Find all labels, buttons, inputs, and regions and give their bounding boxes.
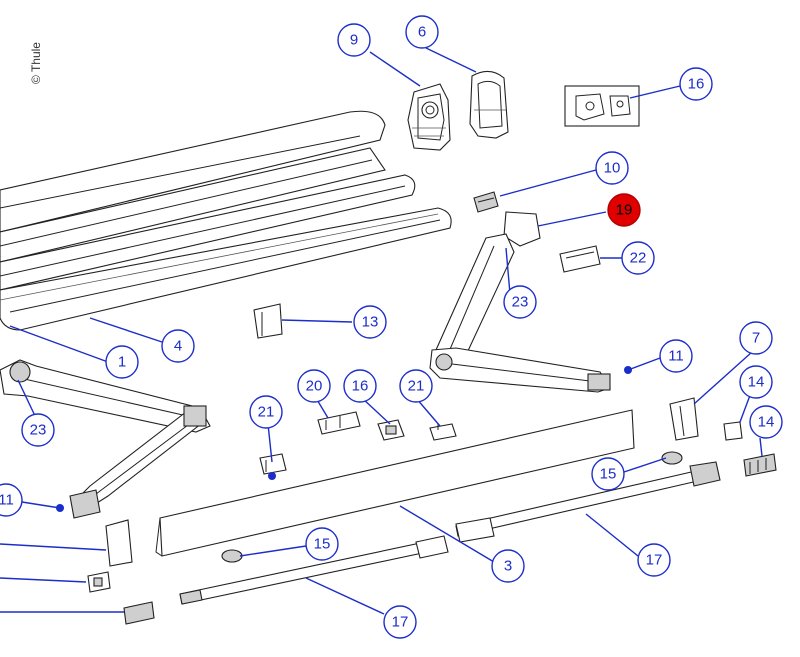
part-20-clip	[317, 411, 361, 435]
svg-text:16: 16	[352, 378, 369, 395]
part-14-connector-lower	[743, 453, 777, 477]
callouts: 9 6 16 10 19 22 23 13 4 1 11 7 14 14 23 …	[0, 15, 783, 639]
svg-text:17: 17	[392, 614, 409, 631]
svg-text:20: 20	[306, 378, 323, 395]
callout-15-left: 15	[305, 527, 339, 561]
callout-16-top: 16	[679, 67, 713, 101]
callout-13: 13	[353, 305, 387, 339]
callout-17-right: 17	[637, 543, 671, 577]
callout-16-middle: 16	[343, 369, 377, 403]
svg-text:3: 3	[504, 558, 512, 575]
awning-canopy	[0, 110, 452, 331]
part-9-housing	[407, 83, 451, 151]
part-14-connector-left-lower	[123, 601, 155, 625]
copyright-text: © Thule	[29, 42, 43, 84]
part-15-knob-right	[661, 451, 683, 465]
callout-21-left: 21	[249, 395, 283, 429]
svg-text:6: 6	[418, 24, 426, 41]
svg-text:15: 15	[600, 466, 617, 483]
part-22-cover	[559, 245, 601, 273]
callout-15-right: 15	[591, 457, 625, 491]
left-arm-assembly	[0, 359, 211, 519]
part-15-knob-left	[221, 549, 243, 563]
callout-20: 20	[297, 369, 331, 403]
leader-lines	[0, 47, 763, 615]
part-13-plate	[253, 303, 283, 339]
part-21-holder-left	[259, 453, 287, 475]
part-6-end-cap	[469, 70, 509, 139]
part-16-clamp	[377, 419, 405, 441]
part-14-connector-upper	[723, 421, 743, 441]
front-profile	[155, 409, 635, 557]
svg-text:10: 10	[604, 160, 621, 177]
svg-text:7: 7	[752, 330, 760, 347]
callout-17-left: 17	[383, 605, 417, 639]
right-arm-assembly	[429, 211, 611, 393]
rod-front	[179, 535, 449, 605]
callout-7: 7	[739, 321, 773, 355]
svg-text:23: 23	[30, 422, 47, 439]
svg-text:1: 1	[118, 354, 126, 371]
callout-19-highlighted: 19	[607, 193, 641, 227]
callout-3: 3	[491, 549, 525, 583]
svg-text:14: 14	[748, 374, 765, 391]
callout-11-right: 11	[659, 339, 693, 373]
part-16-bracket-set	[564, 85, 640, 127]
svg-text:21: 21	[408, 378, 425, 395]
svg-text:19: 19	[616, 202, 633, 219]
part-21-holder-right	[429, 423, 457, 441]
part-7-end-cap-left	[105, 519, 133, 567]
callout-23-top: 23	[503, 285, 537, 319]
callout-14-upper: 14	[739, 365, 773, 399]
svg-text:17: 17	[646, 552, 663, 569]
svg-text:9: 9	[350, 32, 358, 49]
callout-11-left: 11	[0, 483, 23, 517]
callout-23-bottom: 23	[21, 413, 55, 447]
svg-text:11: 11	[0, 492, 14, 509]
part-7-end-cap	[669, 397, 699, 441]
part-14-connector-left-upper	[87, 571, 111, 593]
callout-4: 4	[161, 329, 195, 363]
part-10-connector	[473, 191, 499, 213]
svg-text:23: 23	[512, 294, 529, 311]
callout-22: 22	[621, 241, 655, 275]
svg-text:21: 21	[258, 404, 275, 421]
svg-text:22: 22	[630, 250, 647, 267]
svg-text:4: 4	[174, 338, 182, 355]
callout-9: 9	[337, 23, 371, 57]
callout-21-right: 21	[399, 369, 433, 403]
callout-1: 1	[105, 345, 139, 379]
rod-rear	[455, 461, 721, 543]
callout-14-lower: 14	[749, 405, 783, 439]
callout-6: 6	[405, 15, 439, 49]
svg-text:15: 15	[314, 536, 331, 553]
svg-text:14: 14	[758, 414, 775, 431]
svg-text:11: 11	[668, 348, 684, 365]
callout-10: 10	[595, 151, 629, 185]
svg-text:16: 16	[688, 76, 705, 93]
svg-text:13: 13	[362, 314, 379, 331]
